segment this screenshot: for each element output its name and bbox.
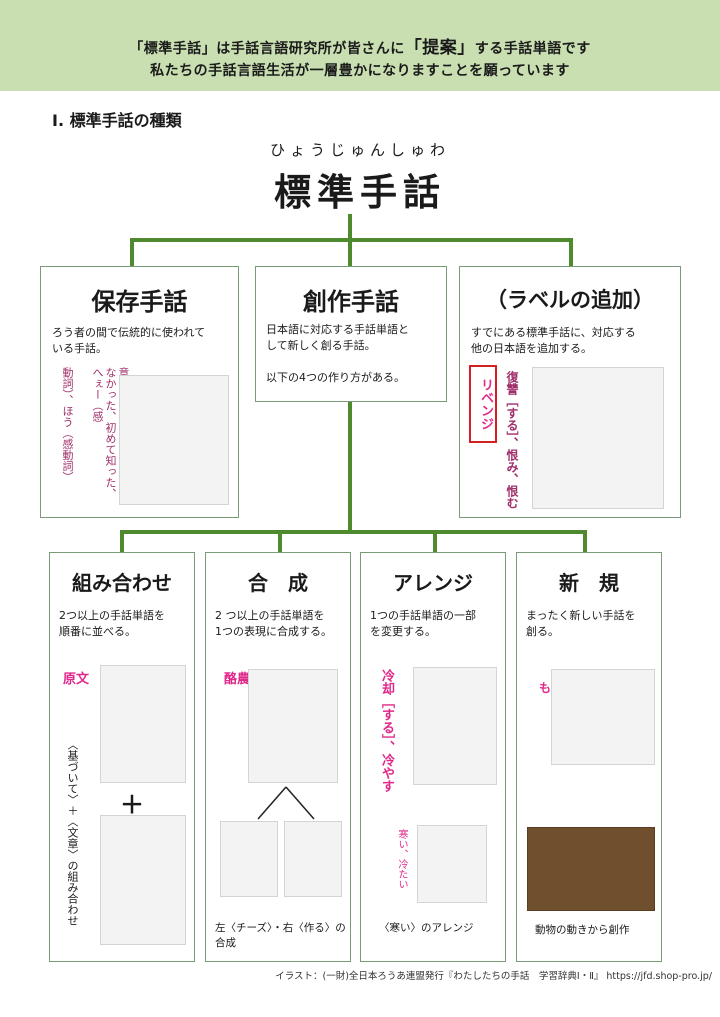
desc-line: 1つの表現に合成する。 [215,625,332,638]
desc-line: いる手話。 [52,342,107,355]
desc-line: 他の日本語を追加する。 [471,342,592,355]
desc-line: ろう者の間で伝統的に使われて [52,326,206,339]
box-title: 保存手話 [91,288,188,316]
box-title: 合 成 [248,571,308,595]
signer-illustration [248,669,338,783]
banner-text: する手話単語です [474,41,591,57]
section-title: Ⅰ. 標準手話の種類 [52,111,182,130]
bracket: 「 [129,41,144,57]
desc-line: まったく新しい手話を [526,609,636,622]
connector-line [278,530,282,554]
box-gousei: 合 成 2 つ以上の手話単語を 1つの表現に合成する。 酪農 左〈チーズ〉・右〈… [205,552,351,962]
box-arrange: アレンジ 1つの手話単語の一部 を変更する。 冷却［する］、冷やす 寒い、冷たい… [360,552,506,962]
box-label: （ラベルの追加） すでにある標準手話に、対応する 他の日本語を追加する。 リベン… [459,266,681,518]
box-description: 日本語に対応する手話単語と して新しく創る手話。 以下の4つの作り方がある。 [266,322,409,386]
connector-line [348,400,352,533]
label-red-box: リベンジ [469,365,497,443]
signer-illustration [220,821,278,897]
connector-line [569,238,573,268]
banner-keyword-proposal: 提案 [422,38,458,58]
header-banner: 「標準手話」は手話言語研究所が皆さんに「提案」する手話単語です 私たちの手話言語… [0,0,720,91]
connector-line [433,530,437,554]
box-caption: 動物の動きから創作 [535,924,630,936]
mole-photo [527,827,655,911]
box-kumiawase: 組み合わせ 2つ以上の手話単語を 順番に並べる。 原文 ＋ 〈基づいて〉＋〈文章… [49,552,195,962]
box-description: 1つの手話単語の一部 を変更する。 [370,608,476,640]
banner-keyword-standard: 標準手話 [143,41,202,57]
caption-line: 左〈チーズ〉・右〈作る〉の [215,922,346,934]
connector-line [348,214,352,242]
signer-illustration [551,669,655,765]
desc-line: すでにある標準手話に、対応する [471,326,636,339]
sign-gloss: 寒い、冷たい [396,829,407,889]
sign-gloss: 動詞）、ほう（感動詞） [61,367,74,483]
box-hozon: 保存手話 ろう者の間で伝統的に使われて いる手話。 意外、思いがけない、知らなか… [40,266,239,518]
banner-line-2: 私たちの手話言語生活が一層豊かになりますことを願っています [150,63,570,79]
sign-label-pink: 原文 [63,672,90,687]
connector-line [583,530,587,554]
desc-line [266,354,409,370]
plus-sign: ＋ [120,791,144,819]
box-sousaku: 創作手話 日本語に対応する手話単語と して新しく創る手話。 以下の4つの作り方が… [255,266,447,402]
signer-illustration [100,665,186,783]
connector-line [130,238,134,268]
main-title-ruby: ひょうじゅんしゅわ [269,141,450,159]
signer-illustration [413,667,497,785]
desc-line: 創る。 [526,625,559,638]
bracket: 」 [457,38,475,58]
box-shinki: 新 規 まったく新しい手話を 創る。 もぐら 動物の動きから創作 [516,552,662,962]
box-description: 2つ以上の手話単語を 順番に並べる。 [59,608,165,640]
caption-line: 合成 [215,937,236,949]
merge-arrows [257,786,315,820]
desc-line: 順番に並べる。 [59,625,136,638]
box-title: 新 規 [559,571,619,595]
signer-illustration [417,825,487,903]
desc-line: 2 つ以上の手話単語を [215,609,325,622]
box-title: 創作手話 [303,288,399,316]
desc-line: 日本語に対応する手話単語と [266,323,409,336]
desc-line: 2つ以上の手話単語を [59,609,165,622]
desc-line: 以下の4つの作り方がある。 [266,371,405,384]
signer-illustration [284,821,342,897]
sign-label-pink: 酪農 [224,672,251,687]
illustration-credit: イラスト：(一財)全日本ろうあ連盟発行『わたしたちの手話 学習辞典Ⅰ・Ⅱ』 ht… [275,971,712,982]
signer-illustration [119,375,229,505]
banner-text: 」は手話言語研究所が皆さんに [201,41,405,57]
box-title: （ラベルの追加） [486,288,654,312]
desc-line: 1つの手話単語の一部 [370,609,476,622]
banner-line-1: 「標準手話」は手話言語研究所が皆さんに「提案」する手話単語です [0,33,720,58]
main-title: 標準手話 [274,171,446,214]
box-title: 組み合わせ [72,571,172,595]
sign-gloss: 〈基づいて〉＋〈文章〉の組み合わせ [66,739,79,926]
box-caption: 〈寒い〉のアレンジ [379,922,474,934]
desc-line: して新しく創る手話。 [266,339,376,352]
connector-line [348,238,352,268]
box-description: 2 つ以上の手話単語を 1つの表現に合成する。 [215,608,332,640]
desc-line: を変更する。 [370,625,436,638]
box-title: アレンジ [393,571,473,595]
signer-illustration [532,367,664,509]
connector-line [120,530,124,554]
sign-gloss: 復讐［する］、恨み、恨む [505,371,519,509]
sign-gloss: 冷却［する］、冷やす [379,669,394,793]
connector-line [120,530,587,534]
box-caption: 左〈チーズ〉・右〈作る〉の 合成 [215,921,346,951]
box-description: すでにある標準手話に、対応する 他の日本語を追加する。 [471,325,636,357]
box-description: ろう者の間で伝統的に使われて いる手話。 [52,325,205,357]
bracket: 「 [404,38,423,58]
box-description: まったく新しい手話を 創る。 [526,608,636,640]
signer-illustration [100,815,186,945]
